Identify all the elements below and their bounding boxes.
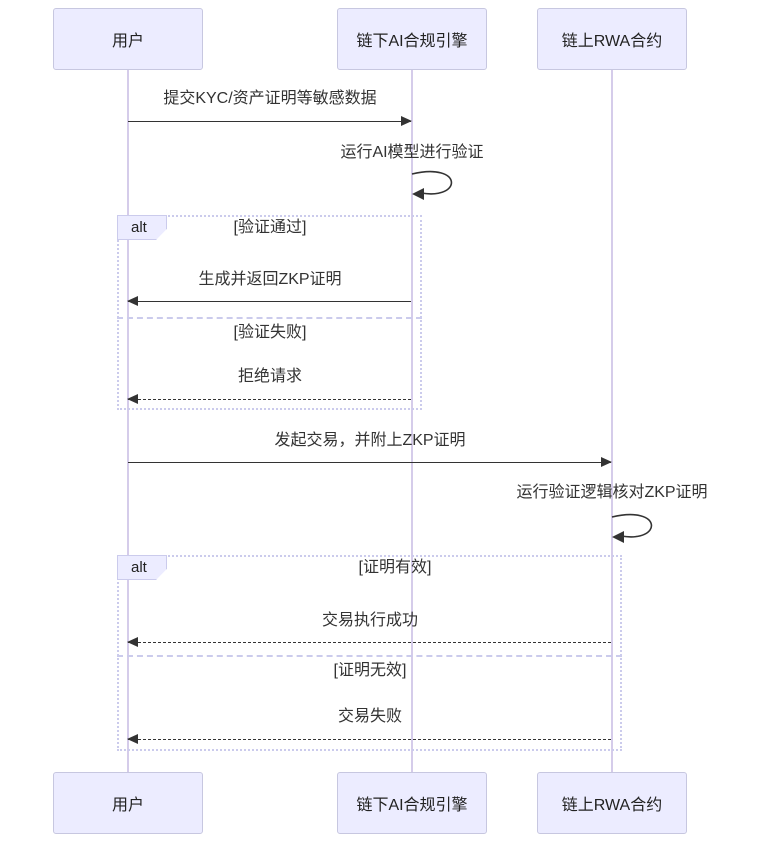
actor-label: 用户 xyxy=(111,797,144,814)
alt-keyword-label: alt xyxy=(117,555,167,580)
message-verify-zkp-logic-label: 运行验证逻辑核对ZKP证明 xyxy=(516,484,708,501)
lifeline-offchain-ai-engine xyxy=(411,70,413,772)
message-reject-request-label: 拒绝请求 xyxy=(237,368,302,385)
message-run-ai-model-label: 运行AI模型进行验证 xyxy=(340,144,484,161)
arrowhead-left-icon xyxy=(127,637,138,647)
alt-keyword-label: alt xyxy=(117,215,167,240)
message-send-tx-label: 发起交易，并附上ZKP证明 xyxy=(274,432,466,449)
alt-frame-verification xyxy=(117,215,422,410)
actor-user-top: 用户 xyxy=(53,8,203,70)
message-tx-fail-label: 交易失败 xyxy=(337,708,402,725)
actor-offchain-ai-engine-bottom: 链下AI合规引擎 xyxy=(337,772,487,834)
message-return-zkp-arrow xyxy=(127,296,411,306)
lifeline-onchain-rwa-contract xyxy=(611,70,613,772)
actor-label: 链上RWA合约 xyxy=(561,33,663,50)
lifeline-user xyxy=(127,70,129,772)
actor-onchain-rwa-contract-bottom: 链上RWA合约 xyxy=(537,772,687,834)
alt-divider-proof xyxy=(117,655,622,657)
arrowhead-left-icon xyxy=(127,296,138,306)
actor-label: 链上RWA合约 xyxy=(561,797,663,814)
message-submit-kyc-arrow xyxy=(128,116,412,126)
self-loop-arrow-icon xyxy=(611,513,653,543)
message-reject-request-arrow xyxy=(127,394,411,404)
alt-condition-invalid-label: [证明无效] xyxy=(333,662,407,679)
message-send-tx-arrow xyxy=(128,457,612,467)
arrowhead-right-icon xyxy=(601,457,612,467)
alt-frame-proof xyxy=(117,555,622,751)
actor-label: 链下AI合规引擎 xyxy=(356,33,468,50)
actor-onchain-rwa-contract-top: 链上RWA合约 xyxy=(537,8,687,70)
alt-condition-fail-label: [验证失败] xyxy=(233,324,307,341)
self-loop-arrow-icon xyxy=(411,170,453,200)
alt-divider-verification xyxy=(117,317,422,319)
message-tx-fail-arrow xyxy=(127,734,611,744)
alt-condition-pass-label: [验证通过] xyxy=(233,219,307,236)
arrowhead-left-icon xyxy=(127,734,138,744)
actor-offchain-ai-engine-top: 链下AI合规引擎 xyxy=(337,8,487,70)
message-tx-success-arrow xyxy=(127,637,611,647)
alt-condition-valid-label: [证明有效] xyxy=(358,559,432,576)
actor-user-bottom: 用户 xyxy=(53,772,203,834)
actor-label: 用户 xyxy=(111,33,144,50)
message-submit-kyc-label: 提交KYC/资产证明等敏感数据 xyxy=(163,90,377,107)
actor-label: 链下AI合规引擎 xyxy=(356,797,468,814)
message-tx-success-label: 交易执行成功 xyxy=(321,612,418,629)
arrowhead-left-icon xyxy=(127,394,138,404)
message-return-zkp-label: 生成并返回ZKP证明 xyxy=(198,271,342,288)
arrowhead-right-icon xyxy=(401,116,412,126)
